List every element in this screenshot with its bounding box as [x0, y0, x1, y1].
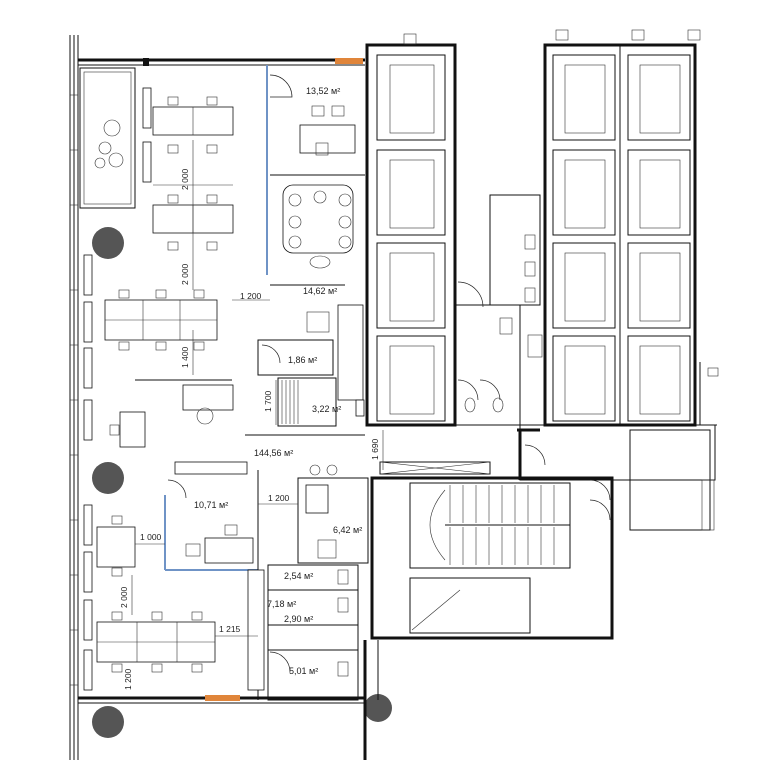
- balcony-box: [79, 67, 136, 209]
- office-top-room: [266, 65, 365, 275]
- center-rooms: [245, 304, 365, 436]
- dim-1200-c: 1 200: [123, 668, 133, 690]
- workstations-mid: [104, 289, 234, 448]
- area-storage: 3,22 м²: [312, 404, 341, 414]
- meeting-room: [270, 184, 354, 286]
- dim-2000-mid: 2 000: [180, 263, 190, 285]
- staircase: [370, 476, 614, 640]
- area-office-top: 13,52 м²: [306, 86, 340, 96]
- bottom-wall: [78, 640, 379, 760]
- area-corridor: 7,18 м²: [267, 599, 296, 609]
- right-corridor: [519, 424, 716, 531]
- area-meeting: 14,62 м²: [303, 286, 337, 296]
- door-accent-bottom: [205, 695, 240, 701]
- workstations-bottom: [96, 515, 216, 673]
- elevator-left: [355, 33, 457, 427]
- dim-2000-bottom: 2 000: [119, 586, 129, 608]
- area-manager-office: 10,71 м²: [194, 500, 228, 510]
- dim-1400: 1 400: [180, 346, 190, 368]
- door-accent-top: [335, 58, 363, 64]
- left-facade: [69, 35, 152, 760]
- elevator-right: [543, 29, 701, 427]
- manager-office: [164, 461, 259, 700]
- plant-icons: [92, 227, 392, 738]
- dim-1690: 1 690: [370, 438, 380, 460]
- wc-core: [454, 194, 719, 480]
- area-wc-1: 2,54 м²: [284, 571, 313, 581]
- dim-1215: 1 215: [219, 624, 241, 634]
- area-open-space: 144,56 м²: [254, 448, 293, 458]
- dim-1000: 1 000: [140, 532, 162, 542]
- area-kitchen: 6,42 м²: [333, 525, 362, 535]
- dim-1200-a: 1 200: [240, 291, 262, 301]
- top-wall: [78, 58, 365, 66]
- door-strip: [379, 461, 491, 475]
- area-wc-2: 2,90 м²: [284, 614, 313, 624]
- dim-2000-top: 2 000: [180, 168, 190, 190]
- area-small-room: 1,86 м²: [288, 355, 317, 365]
- kitchen-wc: [247, 464, 369, 701]
- dim-1200-b: 1 200: [268, 493, 290, 503]
- area-wc-3: 5,01 м²: [289, 666, 318, 676]
- dim-1700: 1 700: [263, 390, 273, 412]
- dimension-lines: [131, 140, 384, 637]
